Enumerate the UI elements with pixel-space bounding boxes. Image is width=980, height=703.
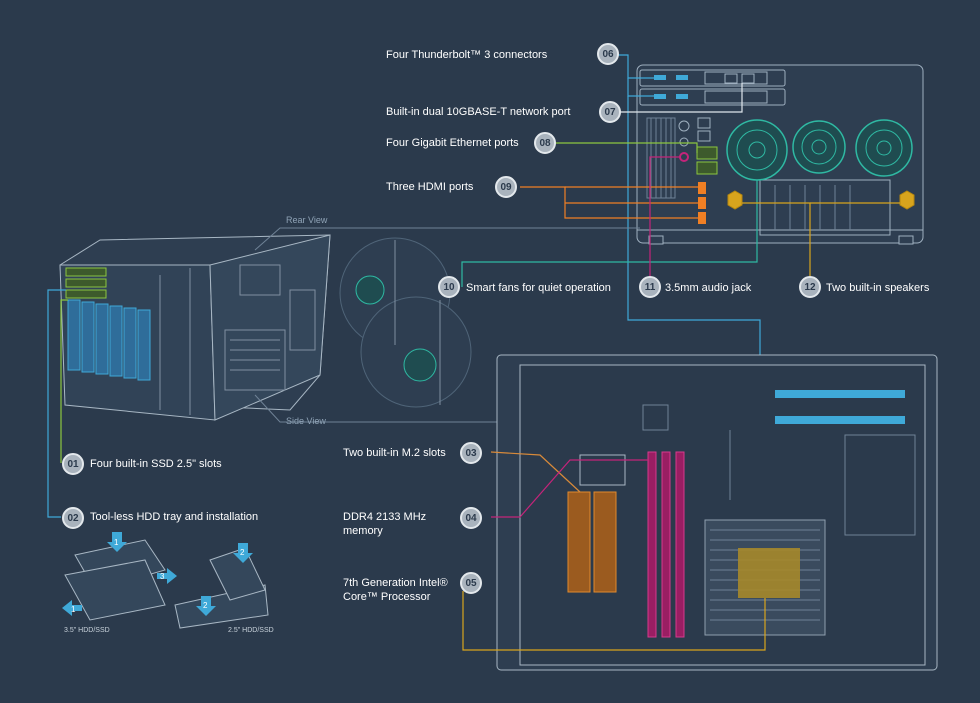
side-view-label: Side View [286, 416, 326, 426]
callout-text-02: Tool-less HDD tray and installation [90, 511, 259, 523]
tray-step-2b: 2 [203, 601, 208, 610]
callout-text-05: 7th Generation Intel® Core™ Processor [343, 577, 448, 603]
callout-badge-08: 08 [534, 132, 556, 154]
callout-badge-10: 10 [438, 276, 460, 298]
tray-label-25: 2.5" HDD/SSD [228, 627, 274, 634]
callout-badge-05: 05 [460, 572, 482, 594]
callout-text-10: Smart fans for quiet operation [466, 282, 611, 294]
callout-text-09: Three HDMI ports [386, 181, 474, 193]
rear-fans [726, 119, 913, 181]
callout-text-03: Two built-in M.2 slots [343, 447, 446, 459]
callout-text-08: Four Gigabit Ethernet ports [386, 137, 519, 149]
callout-text-11: 3.5mm audio jack [665, 282, 752, 294]
callout-text-04: DDR4 2133 MHz memory [343, 511, 427, 537]
callout-text-01: Four built-in SSD 2.5" slots [90, 458, 222, 470]
callout-badge-06: 06 [597, 43, 619, 65]
tray-step-1: 1 [114, 538, 119, 547]
callout-text-12: Two built-in speakers [826, 282, 930, 294]
callout-badge-11: 11 [639, 276, 661, 298]
callout-text-07: Built-in dual 10GBASE-T network port [386, 106, 571, 118]
tray-label-35: 3.5" HDD/SSD [64, 627, 110, 634]
tray-step-3: 3 [160, 572, 165, 581]
tray-step-2: 2 [240, 548, 245, 557]
callout-badge-07: 07 [599, 101, 621, 123]
callout-badge-04: 04 [460, 507, 482, 529]
callout-badge-02: 02 [62, 507, 84, 529]
callout-badge-12: 12 [799, 276, 821, 298]
callout-text-06: Four Thunderbolt™ 3 connectors [386, 49, 548, 61]
callout-badge-09: 09 [495, 176, 517, 198]
callout-badge-01: 01 [62, 453, 84, 475]
callout-badge-03: 03 [460, 442, 482, 464]
tray-step-1b: 1 [71, 605, 76, 614]
rear-view-label: Rear View [286, 215, 328, 225]
